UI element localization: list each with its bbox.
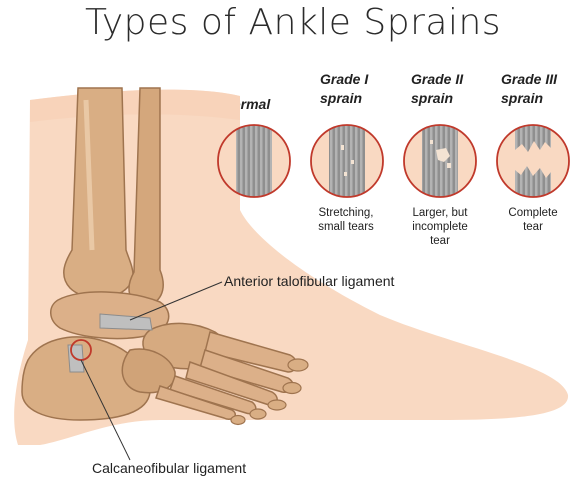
anterior-talofibular-label: Anterior talofibular ligament bbox=[224, 273, 395, 289]
calcaneus-bone bbox=[21, 336, 151, 421]
grade-2-desc-line1: Larger, but bbox=[412, 207, 468, 219]
grade-2-description: Larger, but incomplete tear bbox=[395, 206, 485, 248]
grade-2-desc-line3: tear bbox=[430, 235, 450, 247]
grade-3-heading: Grade III sprain bbox=[501, 70, 557, 108]
grade-1-description: Stretching, small tears bbox=[301, 206, 391, 234]
grade-3-description: Complete tear bbox=[488, 206, 578, 234]
toe-bones bbox=[230, 358, 309, 426]
grade-3-heading-line1: Grade III bbox=[501, 71, 558, 87]
metatarsal-bones bbox=[155, 331, 298, 420]
grade-1-desc-line2: small tears bbox=[318, 221, 374, 233]
grade-3-desc-line2: tear bbox=[523, 221, 543, 233]
grade-2-heading: Grade II sprain bbox=[411, 70, 463, 108]
grade-circle-normal bbox=[217, 124, 291, 198]
grade-3-desc-line1: Complete bbox=[508, 207, 558, 219]
grade-3-heading-line2: sprain bbox=[501, 90, 544, 106]
calcaneofibular-label: Calcaneofibular ligament bbox=[92, 460, 247, 476]
grade-circle-grade-2 bbox=[403, 124, 477, 198]
anterior-talofibular-ligament bbox=[99, 313, 153, 331]
grade-2-heading-line2: sprain bbox=[411, 90, 454, 106]
anterior-leader-line bbox=[129, 281, 223, 321]
calcaneofibular-leader-line bbox=[80, 359, 131, 461]
grade-circle-grade-3 bbox=[496, 124, 570, 198]
grade-1-heading-line1: Grade I bbox=[320, 71, 369, 87]
grade-circle-grade-1 bbox=[310, 124, 384, 198]
grade-2-desc-line2: incomplete bbox=[412, 221, 468, 233]
grade-2-heading-line1: Grade II bbox=[411, 71, 464, 87]
grade-1-desc-line1: Stretching, bbox=[318, 207, 374, 219]
page-title: Types of Ankle Sprains bbox=[84, 2, 502, 43]
grade-1-heading: Grade I sprain bbox=[320, 70, 368, 108]
grade-1-heading-line2: sprain bbox=[320, 90, 363, 106]
